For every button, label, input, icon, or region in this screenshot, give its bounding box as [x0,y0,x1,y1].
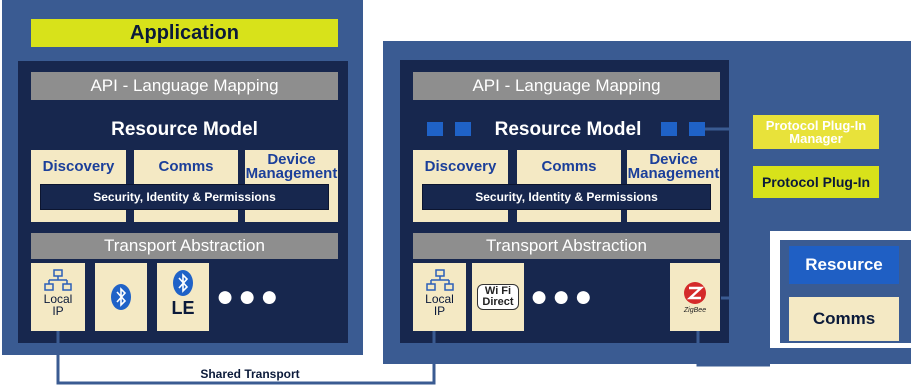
right-comms-label: Comms [541,158,597,175]
left-management-label: Management [245,165,338,182]
left-bluetooth-tile [95,263,147,331]
resource-box: Resource [789,246,899,284]
plugin-manager-line2: Manager [789,131,843,146]
protocol-plugin: Protocol Plug-In [751,164,881,200]
zigbee-label: ZigBee [683,306,707,314]
wifi-logo-text: Wi Fi [484,285,512,297]
right-management-label: Management [627,165,720,182]
bluetooth-icon [111,284,131,310]
right-local-ip-tile: Local IP [413,263,466,331]
left-device-label: Device [267,151,316,168]
right-transport-abstraction: Transport Abstraction [413,233,720,259]
left-api-language-mapping: API - Language Mapping [31,72,338,100]
right-security-bar: Security, Identity & Permissions [422,184,711,210]
application-bar: Application [31,19,338,47]
resource-square-2 [455,122,471,136]
network-icon [425,269,454,291]
resource-square-1 [427,122,443,136]
resource-square-4 [689,122,705,136]
right-more-transports: ●●● [530,280,597,313]
right-api-language-mapping: API - Language Mapping [413,72,720,100]
left-local-ip-tile: Local IP [31,263,85,331]
network-icon [44,269,72,291]
direct-label: Direct [482,296,514,308]
device-comms-box: Comms [789,297,899,341]
right-local-label: Local [425,292,454,306]
resource-square-3 [661,122,677,136]
left-bluetooth-le-tile: LE [157,263,209,331]
zigbee-icon [684,281,706,304]
left-discovery-label: Discovery [42,158,115,175]
left-le-label: LE [171,298,195,318]
zigbee-to-device-line [696,331,770,367]
plugin-to-zigbee-line [721,180,751,300]
left-transport-abstraction: Transport Abstraction [31,233,338,259]
left-comms-label: Comms [158,158,214,175]
zigbee-tile: ZigBee [670,263,720,331]
left-security-bar: Security, Identity & Permissions [40,184,329,210]
right-resource-model-title: Resource Model [494,119,642,140]
left-more-transports: ●●● [216,280,283,313]
left-local-label: Local [43,292,73,306]
right-device-label: Device [649,151,698,168]
left-resource-model-title: Resource Model [111,119,258,140]
shared-transport-line [56,331,436,385]
shared-transport-label: Shared Transport [200,367,300,381]
wifi-direct-logo: Wi Fi Direct [477,284,519,310]
right-wifi-direct-tile: Wi Fi Direct [472,263,524,331]
right-ip-label: IP [433,304,446,318]
protocol-plugin-manager: Protocol Plug-In Manager [751,113,881,151]
plugin-manager-line1: Protocol Plug-In [765,118,867,133]
right-discovery-label: Discovery [424,158,497,175]
bluetooth-le-icon [173,270,193,296]
left-ip-label: IP [52,304,64,318]
